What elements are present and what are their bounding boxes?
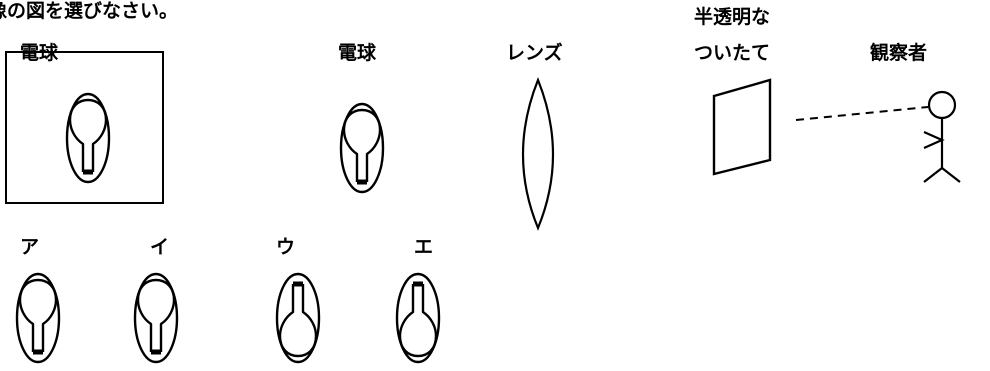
choice-label-i[interactable]: イ	[150, 236, 170, 258]
bulb-label: 電球	[338, 42, 377, 64]
choice-e-bulb-icon[interactable]	[397, 274, 439, 362]
observer-figure	[923, 90, 961, 183]
sight-line	[795, 106, 929, 121]
choice-label-u[interactable]: ウ	[276, 236, 296, 258]
choice-i-bulb-icon[interactable]	[135, 274, 177, 362]
bulb-frame	[5, 51, 164, 204]
lens-shape	[521, 77, 555, 231]
screen-shape	[712, 78, 772, 176]
question-instruction: 像の図を選びなさい。	[0, 0, 179, 22]
choice-a-bulb-icon[interactable]	[17, 274, 59, 362]
screen-label-line2: ついたて	[694, 42, 771, 64]
choice-label-a[interactable]: ア	[20, 236, 40, 258]
observer-label: 観察者	[870, 42, 928, 64]
lens-label: レンズ	[506, 42, 563, 64]
choice-u-bulb-icon[interactable]	[277, 274, 319, 362]
choice-label-e[interactable]: エ	[414, 236, 434, 258]
screen-label-line1: 半透明な	[694, 6, 771, 28]
bulb-icon	[341, 104, 383, 192]
bulb-boxed-icon	[67, 94, 109, 182]
